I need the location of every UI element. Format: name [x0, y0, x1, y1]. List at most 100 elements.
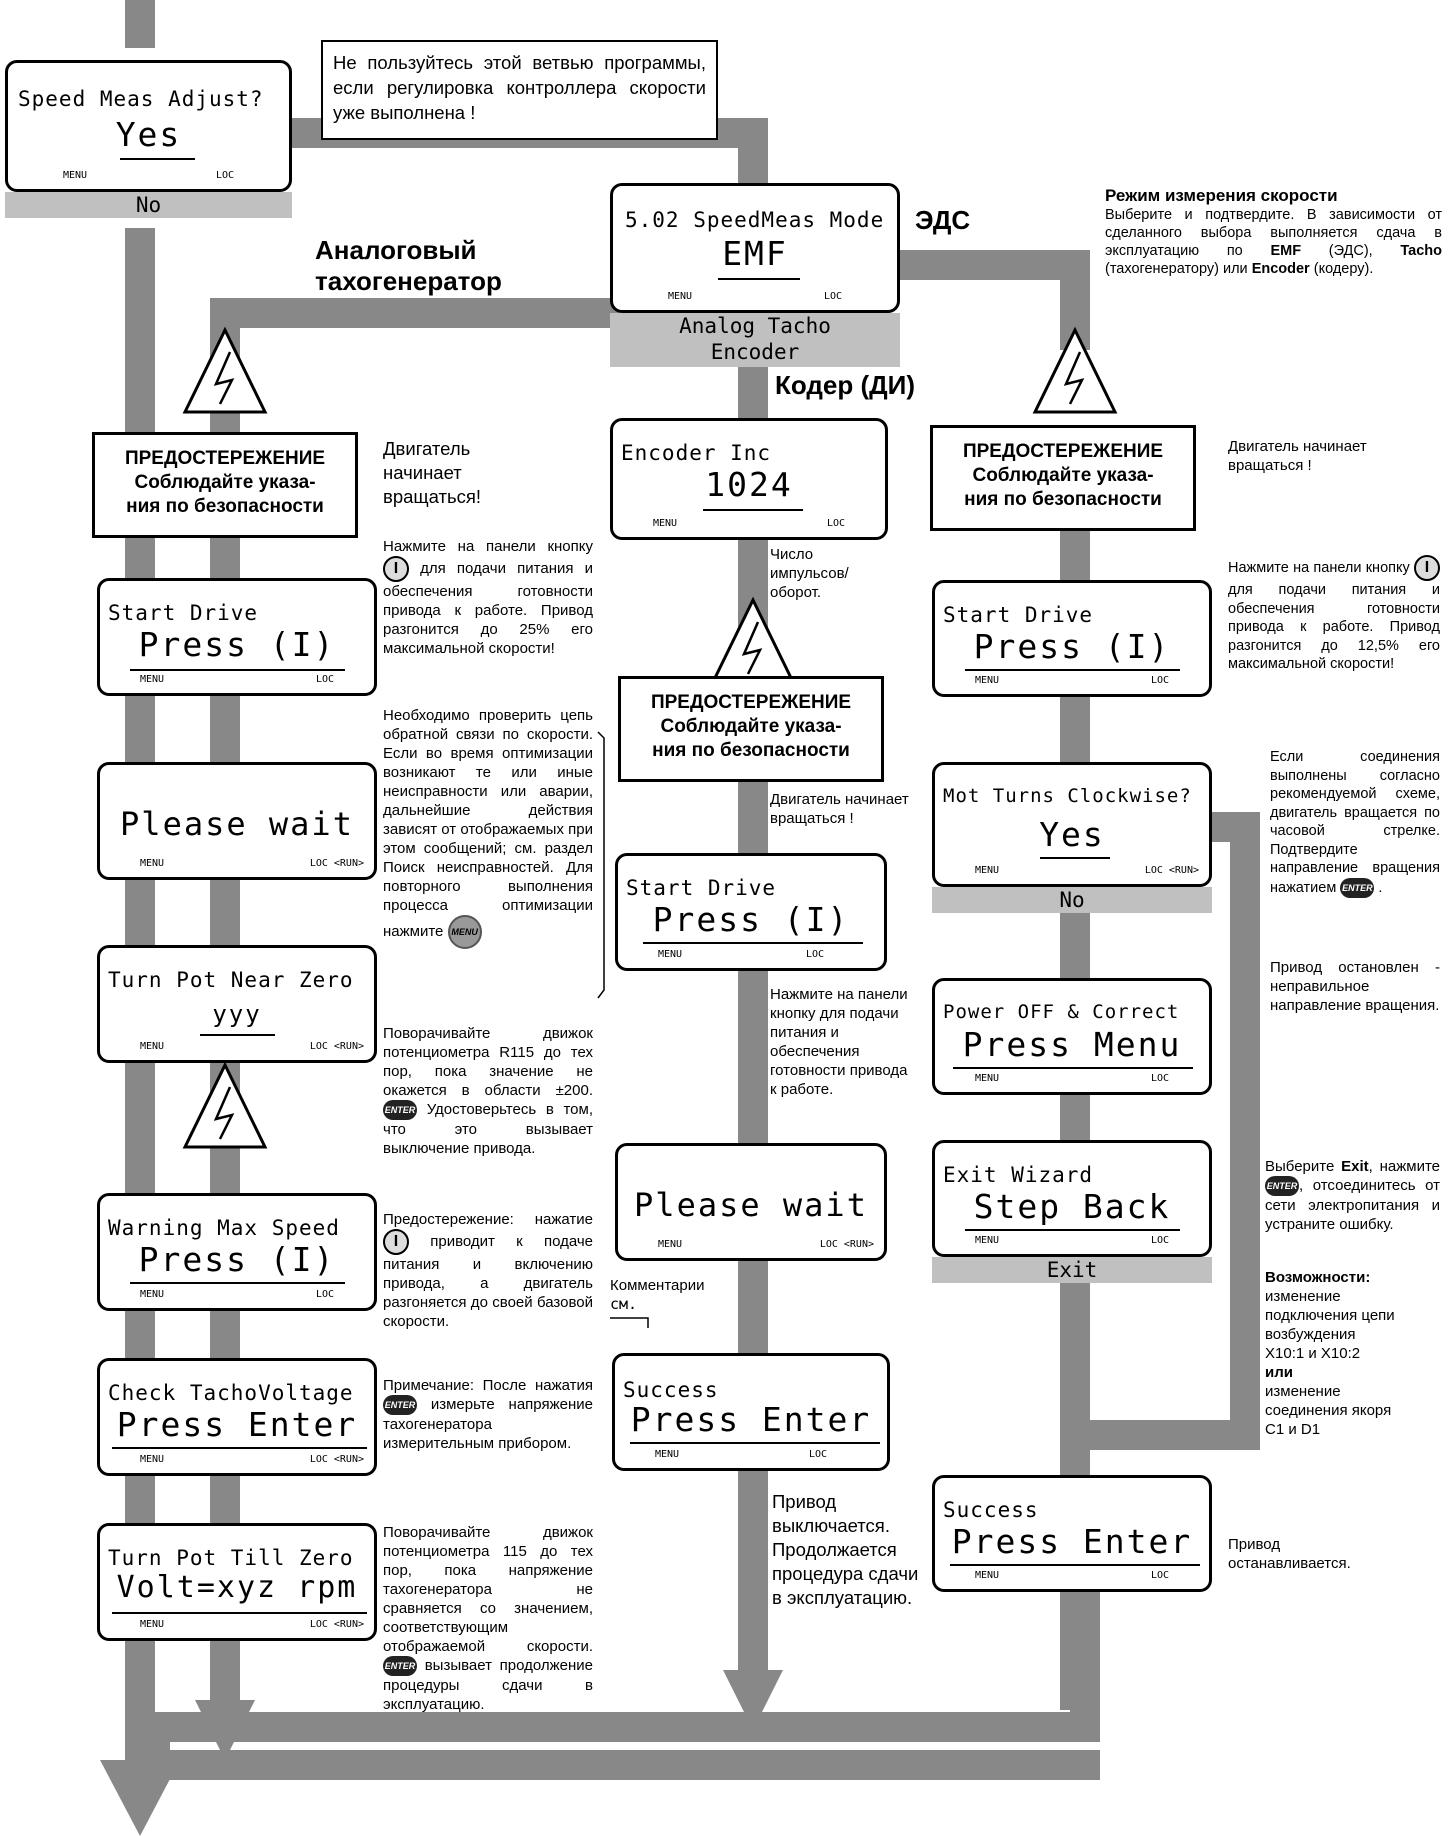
- lcd-menu-label: MENU: [140, 1289, 165, 1300]
- lcd-line2: EMF: [722, 234, 788, 273]
- lcd-line2: Press Menu: [962, 1025, 1182, 1064]
- lcd-selection-bar: [130, 1282, 345, 1284]
- connector-encoder-down: [738, 360, 768, 1700]
- enter-button-icon: ENTER: [1265, 1176, 1299, 1197]
- note-bracket: [597, 731, 605, 999]
- lcd-loc-label: LOC: [1150, 1570, 1169, 1581]
- enter-button-icon: ENTER: [383, 1656, 417, 1677]
- lcd-line2: Please wait: [634, 1186, 868, 1224]
- lcd-emf-success[interactable]: Success Press Enter MENU LOC: [932, 1475, 1212, 1592]
- analog-caution-note: Предостережение: нажатие I приводит к по…: [383, 1211, 593, 1330]
- analog-final-note: Поворачивайте движок потенциометра 115 д…: [383, 1524, 594, 1714]
- lcd-line1: Success: [943, 1498, 1039, 1522]
- lcd-encoder-please-wait[interactable]: Please wait MENU LOC <RUN>: [615, 1143, 887, 1261]
- option-no[interactable]: No: [5, 192, 292, 218]
- lcd-selection-bar: [112, 1447, 367, 1449]
- emf-clockwise-note: Если соединения выполнены согласно реком…: [1270, 748, 1440, 898]
- analog-remark-note: Примечание: После нажатия ENTER измерьте…: [383, 1377, 593, 1453]
- lcd-selection-bar: [718, 278, 800, 280]
- lcd-power-off-correct[interactable]: Power OFF & Correct Press Menu MENU LOC: [932, 978, 1212, 1095]
- lcd-speed-meas-mode[interactable]: 5.02 SpeedMeas Mode EMF MENU LOC: [610, 183, 900, 313]
- lcd-loc-label: LOC: [1150, 1073, 1169, 1084]
- lcd-selection-bar: [112, 1612, 367, 1614]
- lcd-selection-bar: [630, 1442, 880, 1444]
- lcd-menu-label: MENU: [975, 1073, 1000, 1084]
- lcd-line2: Press Enter: [116, 1405, 358, 1444]
- lcd-speed-meas-adjust[interactable]: Speed Meas Adjust? Yes MENU LOC: [5, 60, 292, 192]
- lcd-turn-pot-till-zero[interactable]: Turn Pot Till Zero Volt=xyz rpm MENU LOC…: [97, 1523, 377, 1641]
- mode-note: Режим измерения скорости Выберите и подт…: [1105, 186, 1443, 277]
- lcd-selection-bar: [643, 942, 863, 944]
- analog-motor-starts: Двигатель начинает вращаться!: [383, 438, 482, 507]
- lcd-line1: Exit Wizard: [943, 1163, 1094, 1187]
- warning-box-analog: ПРЕДОСТЕРЕЖЕНИЕ Соблюдайте указа- ния по…: [92, 432, 358, 538]
- branch-label-analog-1: Аналоговый: [315, 235, 477, 265]
- lcd-menu-label: MENU: [140, 1619, 165, 1630]
- lcd-selection-bar: [120, 158, 195, 160]
- lcd-encoder-success[interactable]: Success Press Enter MENU LOC: [612, 1353, 890, 1471]
- analog-pot-note: Поворачивайте движок потенциометра R115 …: [383, 1025, 594, 1158]
- lcd-emf-start-drive[interactable]: Start Drive Press (I) MENU LOC: [932, 580, 1212, 697]
- mode-options[interactable]: Analog Tacho Encoder: [610, 313, 900, 367]
- option-encoder[interactable]: Encoder: [710, 340, 800, 364]
- enter-button-icon: ENTER: [383, 1395, 417, 1416]
- option-analog-tacho[interactable]: Analog Tacho: [679, 314, 831, 338]
- lcd-menu-label: MENU: [975, 1235, 1000, 1246]
- lightning-icon: [741, 621, 763, 675]
- arrow-head-main: [100, 1760, 180, 1836]
- lcd-menu-label: MENU: [658, 1239, 683, 1250]
- connector-bottom-return: [140, 1750, 1100, 1780]
- lcd-menu-label: MENU: [63, 170, 88, 181]
- option-exit[interactable]: Exit: [932, 1257, 1212, 1283]
- lcd-check-tacho-voltage[interactable]: Check TachoVoltage Press Enter MENU LOC …: [97, 1358, 377, 1476]
- lcd-analog-start-drive[interactable]: Start Drive Press (I) MENU LOC: [97, 578, 377, 696]
- lightning-icon: [213, 1086, 235, 1140]
- lcd-encoder-inc[interactable]: Encoder Inc 1024 MENU LOC: [610, 418, 888, 540]
- connector-emf-horizontal: [900, 250, 1075, 280]
- lcd-selection-bar: [965, 1229, 1180, 1231]
- lcd-menu-label: MENU: [975, 865, 1000, 876]
- lcd-analog-please-wait[interactable]: Please wait MENU LOC <RUN>: [97, 762, 377, 880]
- lcd-line2: Step Back: [973, 1187, 1171, 1226]
- lcd-menu-label: MENU: [140, 1041, 165, 1052]
- lcd-line2: yyy: [212, 1000, 262, 1028]
- lcd-line1: Check TachoVoltage: [108, 1381, 354, 1405]
- encoder-press-note: Нажмите на панели кнопку для подачи пита…: [770, 986, 908, 1098]
- lcd-loc-label: LOC <RUN>: [309, 858, 364, 869]
- lcd-line1: Warning Max Speed: [108, 1216, 340, 1240]
- lcd-selection-bar: [1040, 857, 1110, 859]
- lcd-selection-bar: [950, 1564, 1200, 1566]
- lcd-menu-label: MENU: [975, 675, 1000, 686]
- top-note-box: Не пользуйтесь этой ветвью программы, ес…: [321, 40, 718, 140]
- lcd-line2: Yes: [115, 115, 182, 154]
- lcd-menu-label: MENU: [655, 1449, 680, 1460]
- encoder-pulses-note: Число импульсов/ оборот.: [770, 546, 849, 601]
- branch-label-emf: ЭДС: [915, 205, 971, 235]
- lcd-encoder-start-drive[interactable]: Start Drive Press (I) MENU LOC: [615, 853, 887, 971]
- lcd-selection-bar: [703, 509, 803, 511]
- emf-stops-note: Привод останавливается.: [1228, 1536, 1351, 1572]
- lcd-turn-pot-near-zero[interactable]: Turn Pot Near Zero yyy MENU LOC <RUN>: [97, 945, 377, 1063]
- lcd-loc-label: LOC <RUN>: [1144, 865, 1199, 876]
- encoder-off-note: Привод выключается. Продолжается процеду…: [772, 1491, 919, 1608]
- lcd-line1: Mot Turns Clockwise?: [943, 785, 1192, 807]
- lcd-menu-label: MENU: [658, 949, 683, 960]
- analog-start-note: Нажмите на панели кнопку I для подачи пи…: [383, 538, 593, 657]
- lcd-menu-label: MENU: [140, 858, 165, 869]
- branch-label-encoder: Кодер (ДИ): [775, 370, 916, 400]
- emf-options: Возможности: изменение подключения цепи …: [1265, 1269, 1395, 1438]
- lcd-loc-label: LOC: [215, 170, 234, 181]
- warning-box-encoder: ПРЕДОСТЕРЕЖЕНИЕ Соблюдайте указа- ния по…: [618, 676, 884, 782]
- power-button-icon: I: [383, 556, 409, 582]
- lcd-line1: Encoder Inc: [621, 441, 772, 465]
- top-note-text: Не пользуйтесь этой ветвью программы, ес…: [333, 52, 706, 123]
- option-no[interactable]: No: [932, 887, 1212, 913]
- lcd-warning-max-speed[interactable]: Warning Max Speed Press (I) MENU LOC: [97, 1193, 377, 1311]
- lcd-loc-label: LOC: [805, 949, 824, 960]
- lcd-loc-label: LOC: [823, 291, 842, 302]
- power-button-icon: I: [1414, 555, 1440, 581]
- lcd-line1: Speed Meas Adjust?: [18, 87, 264, 111]
- lcd-mot-turns-clockwise[interactable]: Mot Turns Clockwise? Yes MENU LOC <RUN>: [932, 762, 1212, 887]
- lcd-exit-wizard[interactable]: Exit Wizard Step Back MENU LOC: [932, 1140, 1212, 1257]
- lcd-line2: Please wait: [120, 805, 354, 843]
